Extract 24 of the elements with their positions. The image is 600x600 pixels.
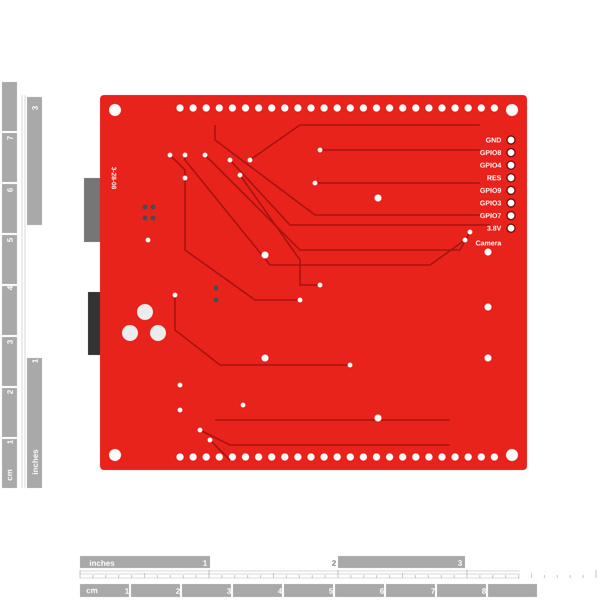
unit-label: inches — [32, 450, 38, 474]
ruler-number: 6 — [7, 188, 13, 192]
unit-label: cm — [86, 588, 98, 594]
ruler-number: 3 — [7, 340, 13, 344]
ruler-number: 1 — [125, 588, 129, 594]
ruler-number: 2 — [332, 560, 336, 566]
ruler-number: 3 — [226, 588, 231, 594]
ruler-number: 1 — [32, 359, 38, 363]
unit-label: inches — [90, 560, 114, 566]
ruler-number: 5 — [7, 238, 13, 242]
ruler-number: 7 — [7, 136, 13, 140]
ruler-number: 7 — [431, 588, 435, 594]
ruler-number: 3 — [458, 560, 462, 566]
ruler-number: 6 — [380, 588, 384, 594]
ruler-number: 8 — [482, 588, 486, 594]
ruler-number: 3 — [32, 106, 38, 110]
ruler-number: 1 — [203, 560, 207, 566]
ruler-number: 2 — [176, 588, 180, 594]
ruler-number: 4 — [7, 286, 13, 290]
ruler-number: 1 — [7, 440, 13, 444]
ruler-number: 5 — [329, 588, 333, 594]
ruler-number: 2 — [7, 390, 13, 394]
unit-label: cm — [8, 470, 12, 480]
ruler-number: 4 — [278, 588, 282, 594]
